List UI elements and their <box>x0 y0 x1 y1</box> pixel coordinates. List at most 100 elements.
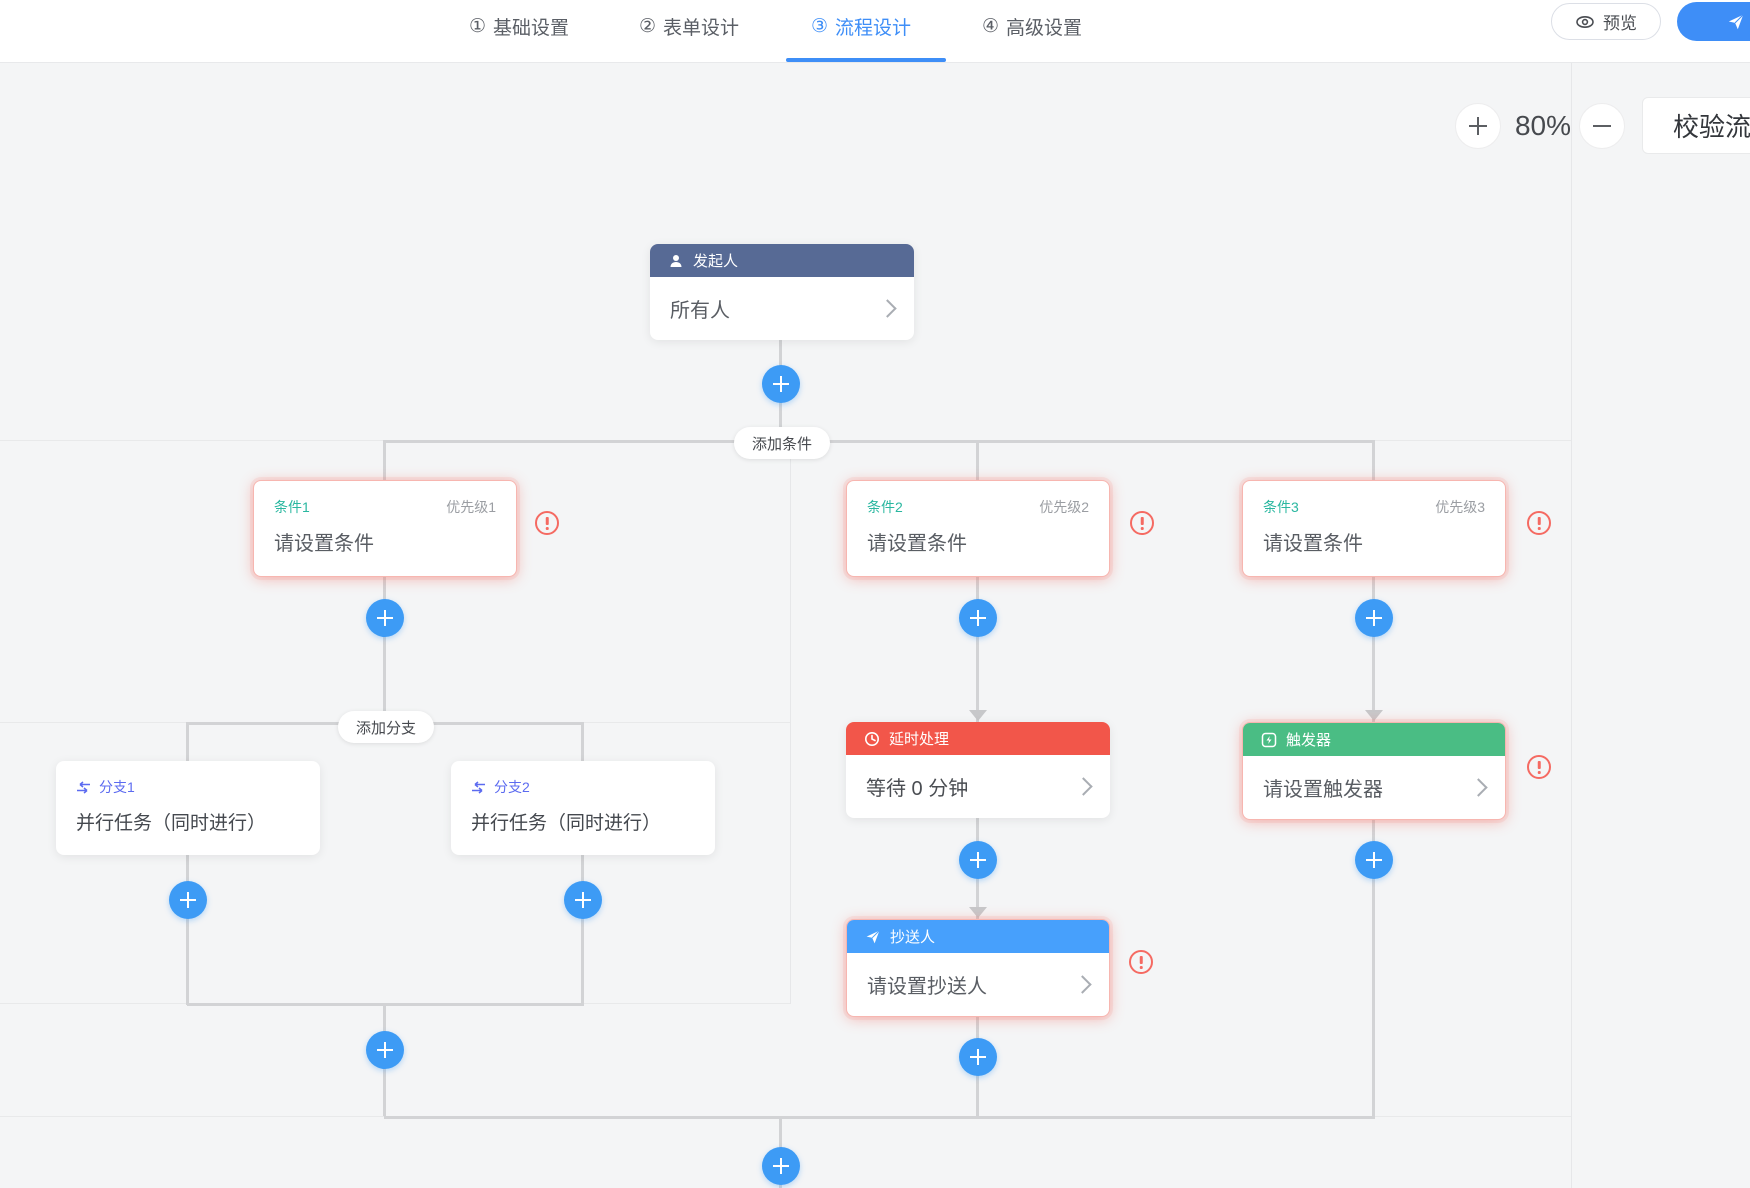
condition-title: 条件3 <box>1263 499 1299 515</box>
connector <box>383 440 386 722</box>
add-branch-button[interactable]: 添加分支 <box>338 711 435 743</box>
warning-circle-icon <box>1130 511 1154 535</box>
step-number: ④ <box>982 16 1000 37</box>
start-node[interactable]: 发起人 所有人 <box>650 244 914 340</box>
paper-plane-icon <box>1728 13 1744 29</box>
chevron-right-icon <box>878 299 897 318</box>
add-node-button[interactable] <box>564 881 602 919</box>
publish-button[interactable]: 发布 <box>1677 2 1750 41</box>
add-node-button[interactable] <box>762 1147 800 1185</box>
cc-node-header: 抄送人 <box>847 920 1109 953</box>
validate-label: 校验流程 <box>1673 112 1750 142</box>
add-node-button[interactable] <box>366 1031 404 1069</box>
node-title: 触发器 <box>1286 732 1332 749</box>
trigger-icon <box>1261 732 1277 747</box>
add-condition-button[interactable]: 添加条件 <box>734 427 831 459</box>
connector <box>581 722 584 1005</box>
condition-node-1[interactable]: 条件1 优先级1 请设置条件 <box>253 480 517 577</box>
node-value: 请设置抄送人 <box>867 976 987 998</box>
tab-basic-settings[interactable]: ① 基础设置 <box>469 13 569 40</box>
node-title: 抄送人 <box>890 929 936 946</box>
branch-title: 分支2 <box>494 779 530 795</box>
add-node-button[interactable] <box>762 365 800 403</box>
tab-form-design[interactable]: ② 表单设计 <box>639 13 739 40</box>
connector <box>186 722 189 1005</box>
warning-circle-icon <box>1129 950 1153 974</box>
condition-split-line <box>384 440 1375 443</box>
arrow-down-icon <box>969 907 987 918</box>
zoom-in-button[interactable] <box>1455 103 1501 149</box>
condition-priority: 优先级1 <box>446 499 496 515</box>
branch-value: 并行任务（同时进行） <box>76 813 267 834</box>
tab-label: 基础设置 <box>493 18 570 39</box>
condition-priority: 优先级3 <box>1435 499 1485 515</box>
zoom-level: 80% <box>1514 110 1572 141</box>
node-value: 请设置触发器 <box>1263 779 1383 801</box>
condition-value: 请设置条件 <box>867 533 967 555</box>
warning-circle-icon <box>535 511 559 535</box>
add-node-button[interactable] <box>959 1038 997 1076</box>
condition-merge-line <box>384 1116 1375 1119</box>
chevron-right-icon <box>1073 975 1092 994</box>
minus-icon <box>1593 125 1611 127</box>
trigger-node[interactable]: 触发器 请设置触发器 <box>1242 722 1506 820</box>
tab-process-design[interactable]: ③ 流程设计 <box>811 13 911 40</box>
eye-icon <box>1576 15 1594 28</box>
add-node-button[interactable] <box>959 599 997 637</box>
canvas-right-border <box>1571 62 1572 1188</box>
step-number: ② <box>639 16 657 37</box>
arrow-down-icon <box>969 710 987 721</box>
tab-advanced-settings[interactable]: ④ 高级设置 <box>982 13 1082 40</box>
add-node-button[interactable] <box>1355 599 1393 637</box>
clock-icon <box>865 731 879 746</box>
step-number: ③ <box>811 16 829 37</box>
preview-button[interactable]: 预览 <box>1551 3 1661 40</box>
tab-label: 高级设置 <box>1006 18 1083 39</box>
delay-node[interactable]: 延时处理 等待 0 分钟 <box>846 722 1110 818</box>
step-number: ① <box>469 16 487 37</box>
chevron-right-icon <box>1469 778 1488 797</box>
add-branch-label: 添加分支 <box>356 719 417 737</box>
node-value: 等待 0 分钟 <box>866 778 969 800</box>
condition-title: 条件2 <box>867 499 903 515</box>
branch-node-2[interactable]: 分支2 并行任务（同时进行） <box>451 761 715 855</box>
add-node-button[interactable] <box>366 599 404 637</box>
arrow-down-icon <box>1365 710 1383 721</box>
grid-line <box>790 441 791 1004</box>
preview-label: 预览 <box>1603 14 1637 33</box>
validate-flow-button[interactable]: 校验流程 <box>1642 97 1750 154</box>
warning-circle-icon <box>1527 755 1551 779</box>
condition-priority: 优先级2 <box>1039 499 1089 515</box>
chevron-right-icon <box>1074 777 1093 796</box>
condition-value: 请设置条件 <box>1263 533 1363 555</box>
branch-value: 并行任务（同时进行） <box>471 813 662 834</box>
add-node-button[interactable] <box>1355 841 1393 879</box>
add-node-button[interactable] <box>959 841 997 879</box>
add-node-button[interactable] <box>169 881 207 919</box>
warning-circle-icon <box>1527 511 1551 535</box>
condition-value: 请设置条件 <box>274 533 374 555</box>
add-condition-label: 添加条件 <box>752 435 813 453</box>
branch-title: 分支1 <box>99 779 135 795</box>
tab-label: 流程设计 <box>835 18 912 39</box>
branch-node-1[interactable]: 分支1 并行任务（同时进行） <box>56 761 320 855</box>
start-node-header: 发起人 <box>650 244 914 277</box>
parallel-arrows-icon <box>77 780 90 794</box>
person-icon <box>670 254 682 267</box>
condition-node-2[interactable]: 条件2 优先级2 请设置条件 <box>846 480 1110 577</box>
flow-canvas: 80% 校验流程 <box>0 62 1750 1188</box>
node-value: 所有人 <box>670 300 730 322</box>
active-tab-underline <box>786 58 946 62</box>
trigger-node-header: 触发器 <box>1243 723 1505 756</box>
zoom-out-button[interactable] <box>1579 103 1625 149</box>
cc-node[interactable]: 抄送人 请设置抄送人 <box>846 919 1110 1017</box>
condition-node-3[interactable]: 条件3 优先级3 请设置条件 <box>1242 480 1506 577</box>
paper-plane-icon <box>866 929 880 943</box>
tab-label: 表单设计 <box>663 18 740 39</box>
delay-node-header: 延时处理 <box>846 722 1110 755</box>
parallel-arrows-icon <box>472 780 485 794</box>
node-title: 延时处理 <box>889 731 950 748</box>
condition-title: 条件1 <box>274 499 310 515</box>
node-title: 发起人 <box>693 253 739 270</box>
